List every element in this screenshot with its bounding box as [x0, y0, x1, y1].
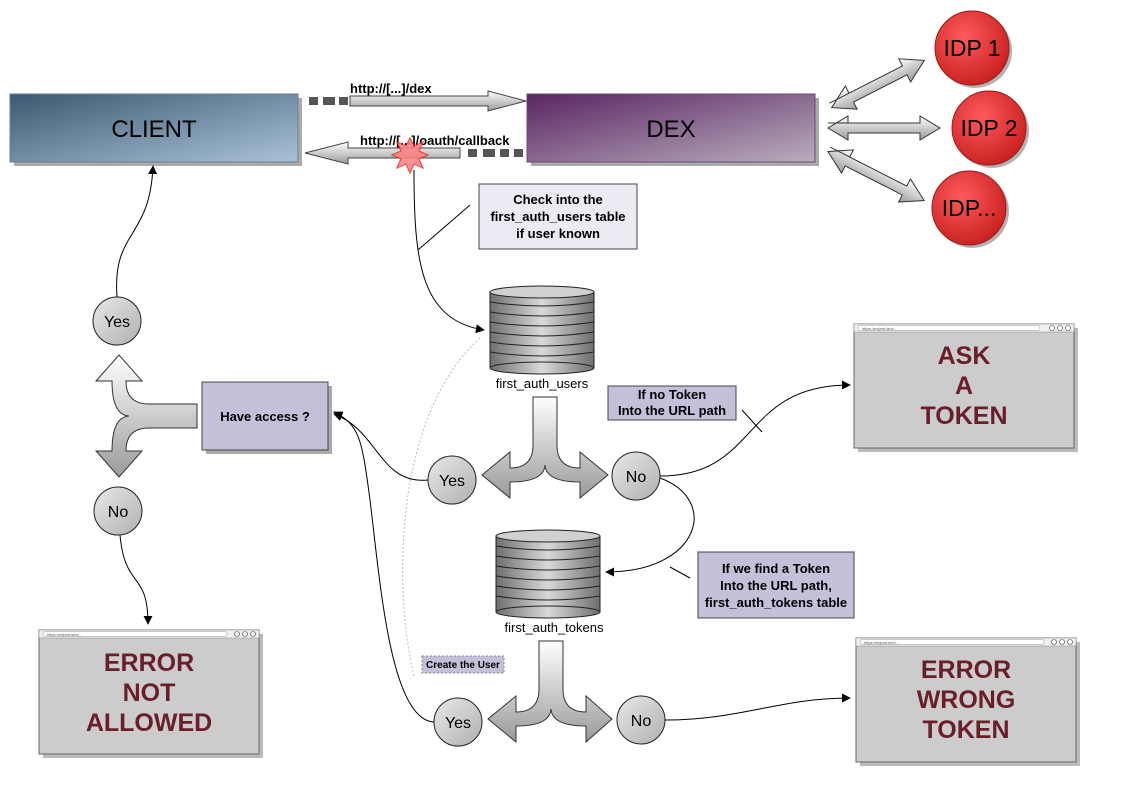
- decision-yes-client-label: Yes: [104, 314, 130, 331]
- decision-no-users-label: No: [626, 469, 647, 486]
- have-access-label: Have access ?: [220, 409, 310, 424]
- window-error-not-allowed: https://edpmt.la/ct... ERROR NOT ALLOWED: [38, 629, 263, 758]
- db-tokens-label: first_auth_tokens: [504, 620, 604, 635]
- db-users-label: first_auth_users: [496, 376, 589, 391]
- note-check-users-line1: Check into the: [513, 192, 603, 207]
- split-arrow-tokens: [487, 640, 613, 744]
- edge-no-users-to-tokens: [605, 477, 695, 577]
- window-ask-token-line3: TOKEN: [920, 402, 1007, 430]
- split-arrow-access: [94, 354, 198, 478]
- window-wrong-token-line2: WRONG: [917, 686, 1016, 714]
- note-no-token-line1: If no Token: [638, 387, 706, 402]
- idp2-label: IDP 2: [960, 115, 1017, 141]
- dex-label: DEX: [646, 116, 695, 143]
- idp3-node: IDP...: [931, 170, 1009, 248]
- edge-no-users-to-ask-token: [659, 380, 851, 477]
- minimize-icon: [1049, 325, 1055, 331]
- dex-node: DEX: [526, 93, 819, 166]
- client-label: CLIENT: [111, 116, 197, 143]
- window-wrong-token-url: https://edpmt.la/ct...: [864, 640, 899, 645]
- note-check-users-connector: [417, 204, 471, 251]
- edge-yes-users-to-access: [333, 412, 429, 481]
- edge-label-to-dex: http://[...]/dex: [350, 81, 432, 96]
- window-ask-token: https://edpmt.la/ct... ASK A TOKEN: [853, 323, 1078, 452]
- maximize-icon: [242, 631, 248, 637]
- decision-yes-tokens-label: Yes: [445, 715, 471, 732]
- db-first-auth-tokens: first_auth_tokens: [495, 529, 604, 635]
- idp1-label: IDP 1: [943, 35, 1000, 61]
- edge-no-tokens-to-wrong-token: [664, 693, 851, 721]
- note-find-token-line1: If we find a Token: [722, 561, 830, 576]
- have-access-node: Have access ?: [201, 381, 332, 454]
- note-no-token-line2: Into the URL path: [618, 403, 726, 418]
- dex-idp1-double-arrow: [829, 58, 926, 110]
- edge-callback-to-users: [413, 169, 485, 334]
- note-create-user: Create the User: [421, 655, 505, 674]
- split-arrow-users: [481, 396, 609, 500]
- idp3-label: IDP...: [942, 195, 997, 221]
- maximize-icon: [1059, 639, 1065, 645]
- dex-idp3-double-arrow: [827, 146, 925, 203]
- note-no-token-connector: [741, 409, 763, 433]
- note-find-token: If we find a Token Into the URL path, fi…: [697, 551, 855, 619]
- maximize-icon: [1057, 325, 1063, 331]
- edge-yes-client-to-client: [116, 165, 158, 298]
- minimize-icon: [234, 631, 240, 637]
- edge-dex-to-client-callback: http://[...]/oauth/callback: [304, 133, 523, 175]
- note-find-token-connector: [669, 566, 691, 579]
- window-wrong-token-line3: TOKEN: [922, 716, 1009, 744]
- decision-yes-users: Yes: [427, 455, 477, 505]
- window-ask-token-url: https://edpmt.la/ct...: [862, 326, 897, 331]
- window-not-allowed-line2: NOT: [123, 679, 176, 707]
- note-check-users: Check into the first_auth_users table if…: [478, 183, 638, 250]
- intercept-burst-icon: [390, 136, 430, 175]
- decision-yes-tokens: Yes: [433, 697, 483, 747]
- note-check-users-line3: if user known: [516, 226, 600, 241]
- close-icon: [250, 631, 256, 637]
- idp1-node: IDP 1: [934, 10, 1012, 88]
- window-wrong-token-line1: ERROR: [921, 656, 1011, 684]
- db-first-auth-users: first_auth_users: [489, 285, 595, 391]
- client-node: CLIENT: [9, 93, 302, 166]
- note-no-token: If no Token Into the URL path: [607, 385, 737, 421]
- decision-no-tokens: No: [616, 695, 666, 745]
- window-not-allowed-line1: ERROR: [104, 649, 194, 677]
- decision-yes-client: Yes: [92, 296, 142, 346]
- decision-no-users: No: [611, 451, 661, 501]
- note-find-token-line2: Into the URL path,: [720, 578, 832, 593]
- window-error-wrong-token: https://edpmt.la/ct... ERROR WRONG TOKEN: [855, 637, 1080, 766]
- edge-no-client-to-not-allowed: [119, 534, 153, 625]
- note-create-user-label: Create the User: [426, 660, 500, 671]
- dex-idp2-double-arrow: [827, 115, 941, 141]
- note-check-users-line2: first_auth_users table: [490, 209, 625, 224]
- close-icon: [1065, 325, 1071, 331]
- minimize-icon: [1051, 639, 1057, 645]
- decision-no-client-label: No: [108, 504, 129, 521]
- decision-yes-users-label: Yes: [439, 473, 465, 490]
- edge-create-user-to-users: [402, 337, 481, 677]
- window-not-allowed-line3: ALLOWED: [86, 709, 212, 737]
- idp2-node: IDP 2: [951, 90, 1029, 168]
- window-not-allowed-url: https://edpmt.la/ct...: [47, 632, 82, 637]
- edge-client-to-dex: http://[...]/dex: [309, 81, 528, 112]
- decision-no-tokens-label: No: [631, 713, 652, 730]
- note-find-token-line3: first_auth_tokens table: [705, 595, 847, 610]
- close-icon: [1067, 639, 1073, 645]
- window-ask-token-line2: A: [955, 372, 973, 400]
- window-ask-token-line1: ASK: [938, 342, 991, 370]
- decision-no-client: No: [93, 486, 143, 536]
- edge-label-callback: http://[...]/oauth/callback: [360, 133, 510, 148]
- edge-yes-tokens-to-access: [333, 411, 435, 723]
